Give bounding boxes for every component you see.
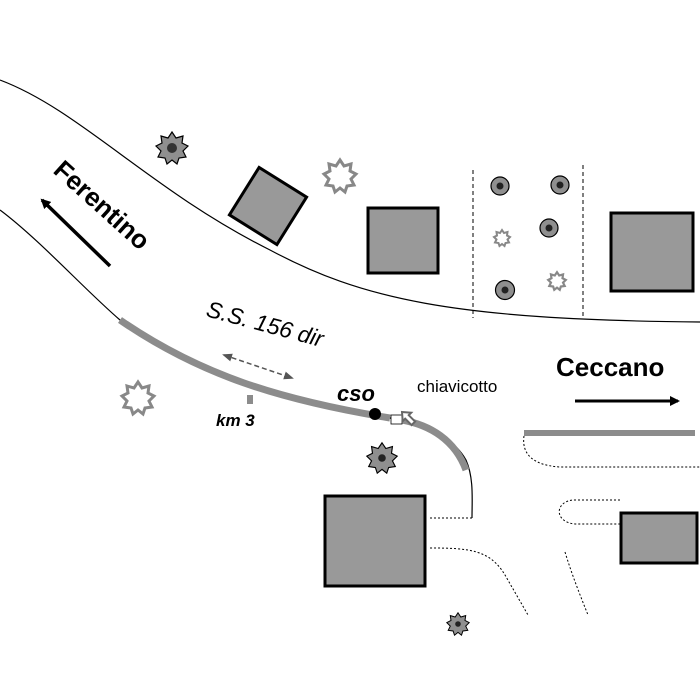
chiavicotto-culvert xyxy=(390,414,403,425)
ceccano-road-edge xyxy=(523,435,700,468)
tree-icon xyxy=(490,176,510,196)
road-name-label: S.S. 156 dir xyxy=(204,296,328,353)
tree-icon xyxy=(547,271,567,291)
cso-label: cso xyxy=(337,381,375,406)
tree-icon xyxy=(494,279,516,301)
tree-icon xyxy=(550,175,570,195)
road-edge-north xyxy=(0,79,700,323)
km-label: km 3 xyxy=(216,411,255,430)
ferentino-arrow xyxy=(40,198,112,268)
chiavicotto-label: chiavicotto xyxy=(417,377,497,396)
ferentino-label: Ferentino xyxy=(48,154,156,256)
chiavicotto-pointer-icon xyxy=(400,410,417,427)
tree-icon xyxy=(120,380,156,416)
building-rotated xyxy=(227,165,309,247)
road-direction-arrow xyxy=(222,353,294,380)
tree-icon xyxy=(539,218,559,238)
building-east xyxy=(609,211,695,293)
building-south xyxy=(323,494,427,588)
side-street-2 xyxy=(429,547,529,616)
building-southeast xyxy=(619,511,699,565)
tree-icon xyxy=(493,229,511,247)
km-marker xyxy=(247,395,253,404)
building-center xyxy=(366,206,440,275)
cso-point xyxy=(369,408,381,420)
tree-icon xyxy=(366,442,398,474)
highlighted-road-segment-east xyxy=(401,416,470,472)
tree-icon xyxy=(322,158,358,194)
tree-icon xyxy=(155,131,189,165)
tree-icon xyxy=(446,612,470,636)
side-street-4 xyxy=(564,551,589,616)
highlighted-road-segment xyxy=(118,317,391,422)
side-street-3 xyxy=(558,499,620,525)
ceccano-label: Ceccano xyxy=(556,352,664,382)
